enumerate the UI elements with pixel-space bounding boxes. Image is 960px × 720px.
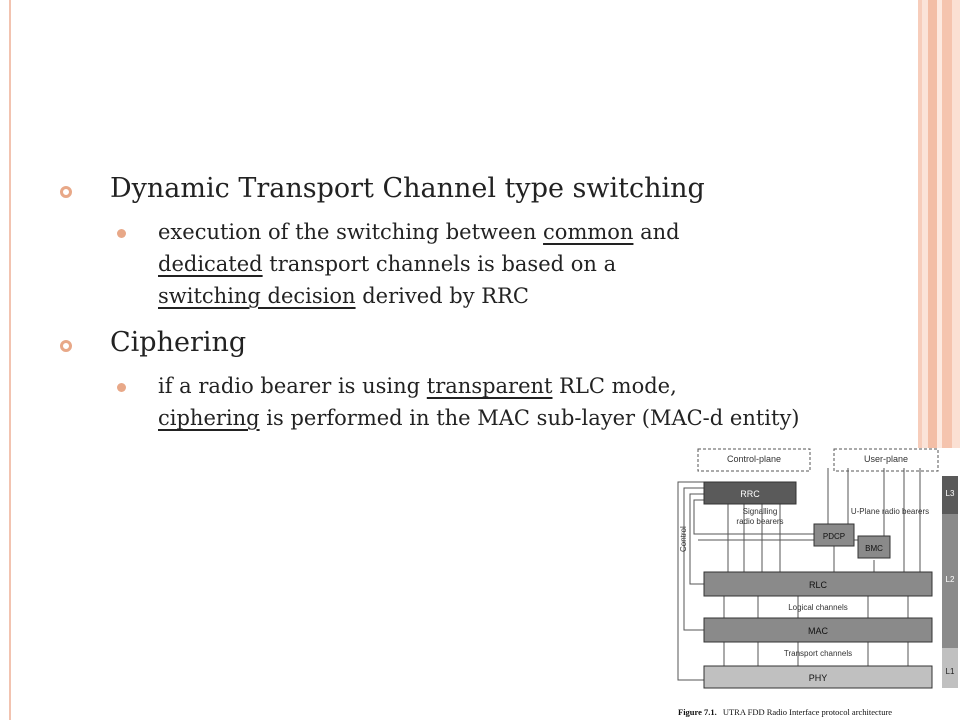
protocol-architecture-figure: Control-plane User-plane L3 L2 L1 Contro… [668,448,960,720]
right-decoration-stripes [918,0,960,720]
layer-bar-l3 [942,476,958,514]
rlc-block [703,571,933,597]
user-plane-box [833,448,939,472]
bmc-block [857,535,891,559]
text-run: and [633,220,680,244]
dot-bullet-icon [117,383,126,392]
bullet-ciphering: Ciphering [60,326,820,360]
control-plane-box [697,448,811,472]
control-line-rlc [689,493,704,585]
label-l1: L1 [946,667,955,676]
text-run: transport channels is based on a [262,252,617,276]
underlined-term-transparent: transparent [426,374,553,398]
left-accent-line [9,0,11,720]
heading-dynamic-switching: Dynamic Transport Channel type switching [110,173,705,204]
mac-block [703,617,933,643]
underlined-term-ciphering: ciphering [158,406,260,430]
heading-ciphering: Ciphering [110,327,247,358]
ring-bullet-icon [60,186,72,198]
label-l3: L3 [946,489,955,498]
layer-bar-l2 [942,514,958,648]
label-l2: L2 [946,575,955,584]
label-rlc: RLC [809,580,828,590]
label-control: Control [679,526,688,552]
label-logical-channels: Logical channels [788,603,848,612]
text-run: RLC mode, [552,374,677,398]
label-phy: PHY [809,673,828,683]
label-pdcp: PDCP [823,532,845,541]
control-line-outer [677,481,704,681]
label-signalling-2: radio bearers [736,517,783,526]
text-run: if a radio bearer is using [158,374,427,398]
control-line-mac [683,487,704,631]
pdcp-block [813,523,855,547]
figure-caption-text: UTRA FDD Radio Interface protocol archit… [723,707,892,717]
dot-bullet-icon [117,229,126,238]
slide-content: Dynamic Transport Channel type switching… [60,172,820,434]
label-u-plane-bearers: U-Plane radio bearers [851,507,929,516]
underlined-term-switching-decision: switching decision [158,284,356,308]
text-run: execution of the switching between [158,220,544,244]
figure-caption: Figure 7.1. UTRA FDD Radio Interface prot… [678,707,892,717]
text-run: is performed in the MAC sub-layer (MAC-d… [259,406,800,430]
ring-bullet-icon [60,340,72,352]
sub-bullet-switching: execution of the switching between commo… [60,216,820,312]
label-signalling-1: Signalling [743,507,778,516]
label-user-plane: User-plane [864,454,908,464]
underlined-term-common: common [543,220,634,244]
underlined-term-dedicated: dedicated [158,252,263,276]
layer-bar-l1 [942,648,958,688]
label-transport-channels: Transport channels [784,649,852,658]
control-line-pdcp [693,499,814,535]
bullet-dynamic-switching: Dynamic Transport Channel type switching [60,172,820,206]
label-rrc: RRC [740,489,760,499]
phy-block [703,665,933,689]
figure-caption-number: Figure 7.1. [678,707,717,717]
label-bmc: BMC [865,544,883,553]
label-control-plane: Control-plane [727,454,781,464]
control-line-bmc [698,539,885,548]
protocol-architecture-diagram: Control-plane User-plane L3 L2 L1 Contro… [677,448,958,717]
text-run: derived by RRC [355,284,529,308]
label-mac: MAC [808,626,829,636]
sub-bullet-ciphering: if a radio bearer is using transparent R… [60,370,820,434]
rrc-block [703,481,797,505]
